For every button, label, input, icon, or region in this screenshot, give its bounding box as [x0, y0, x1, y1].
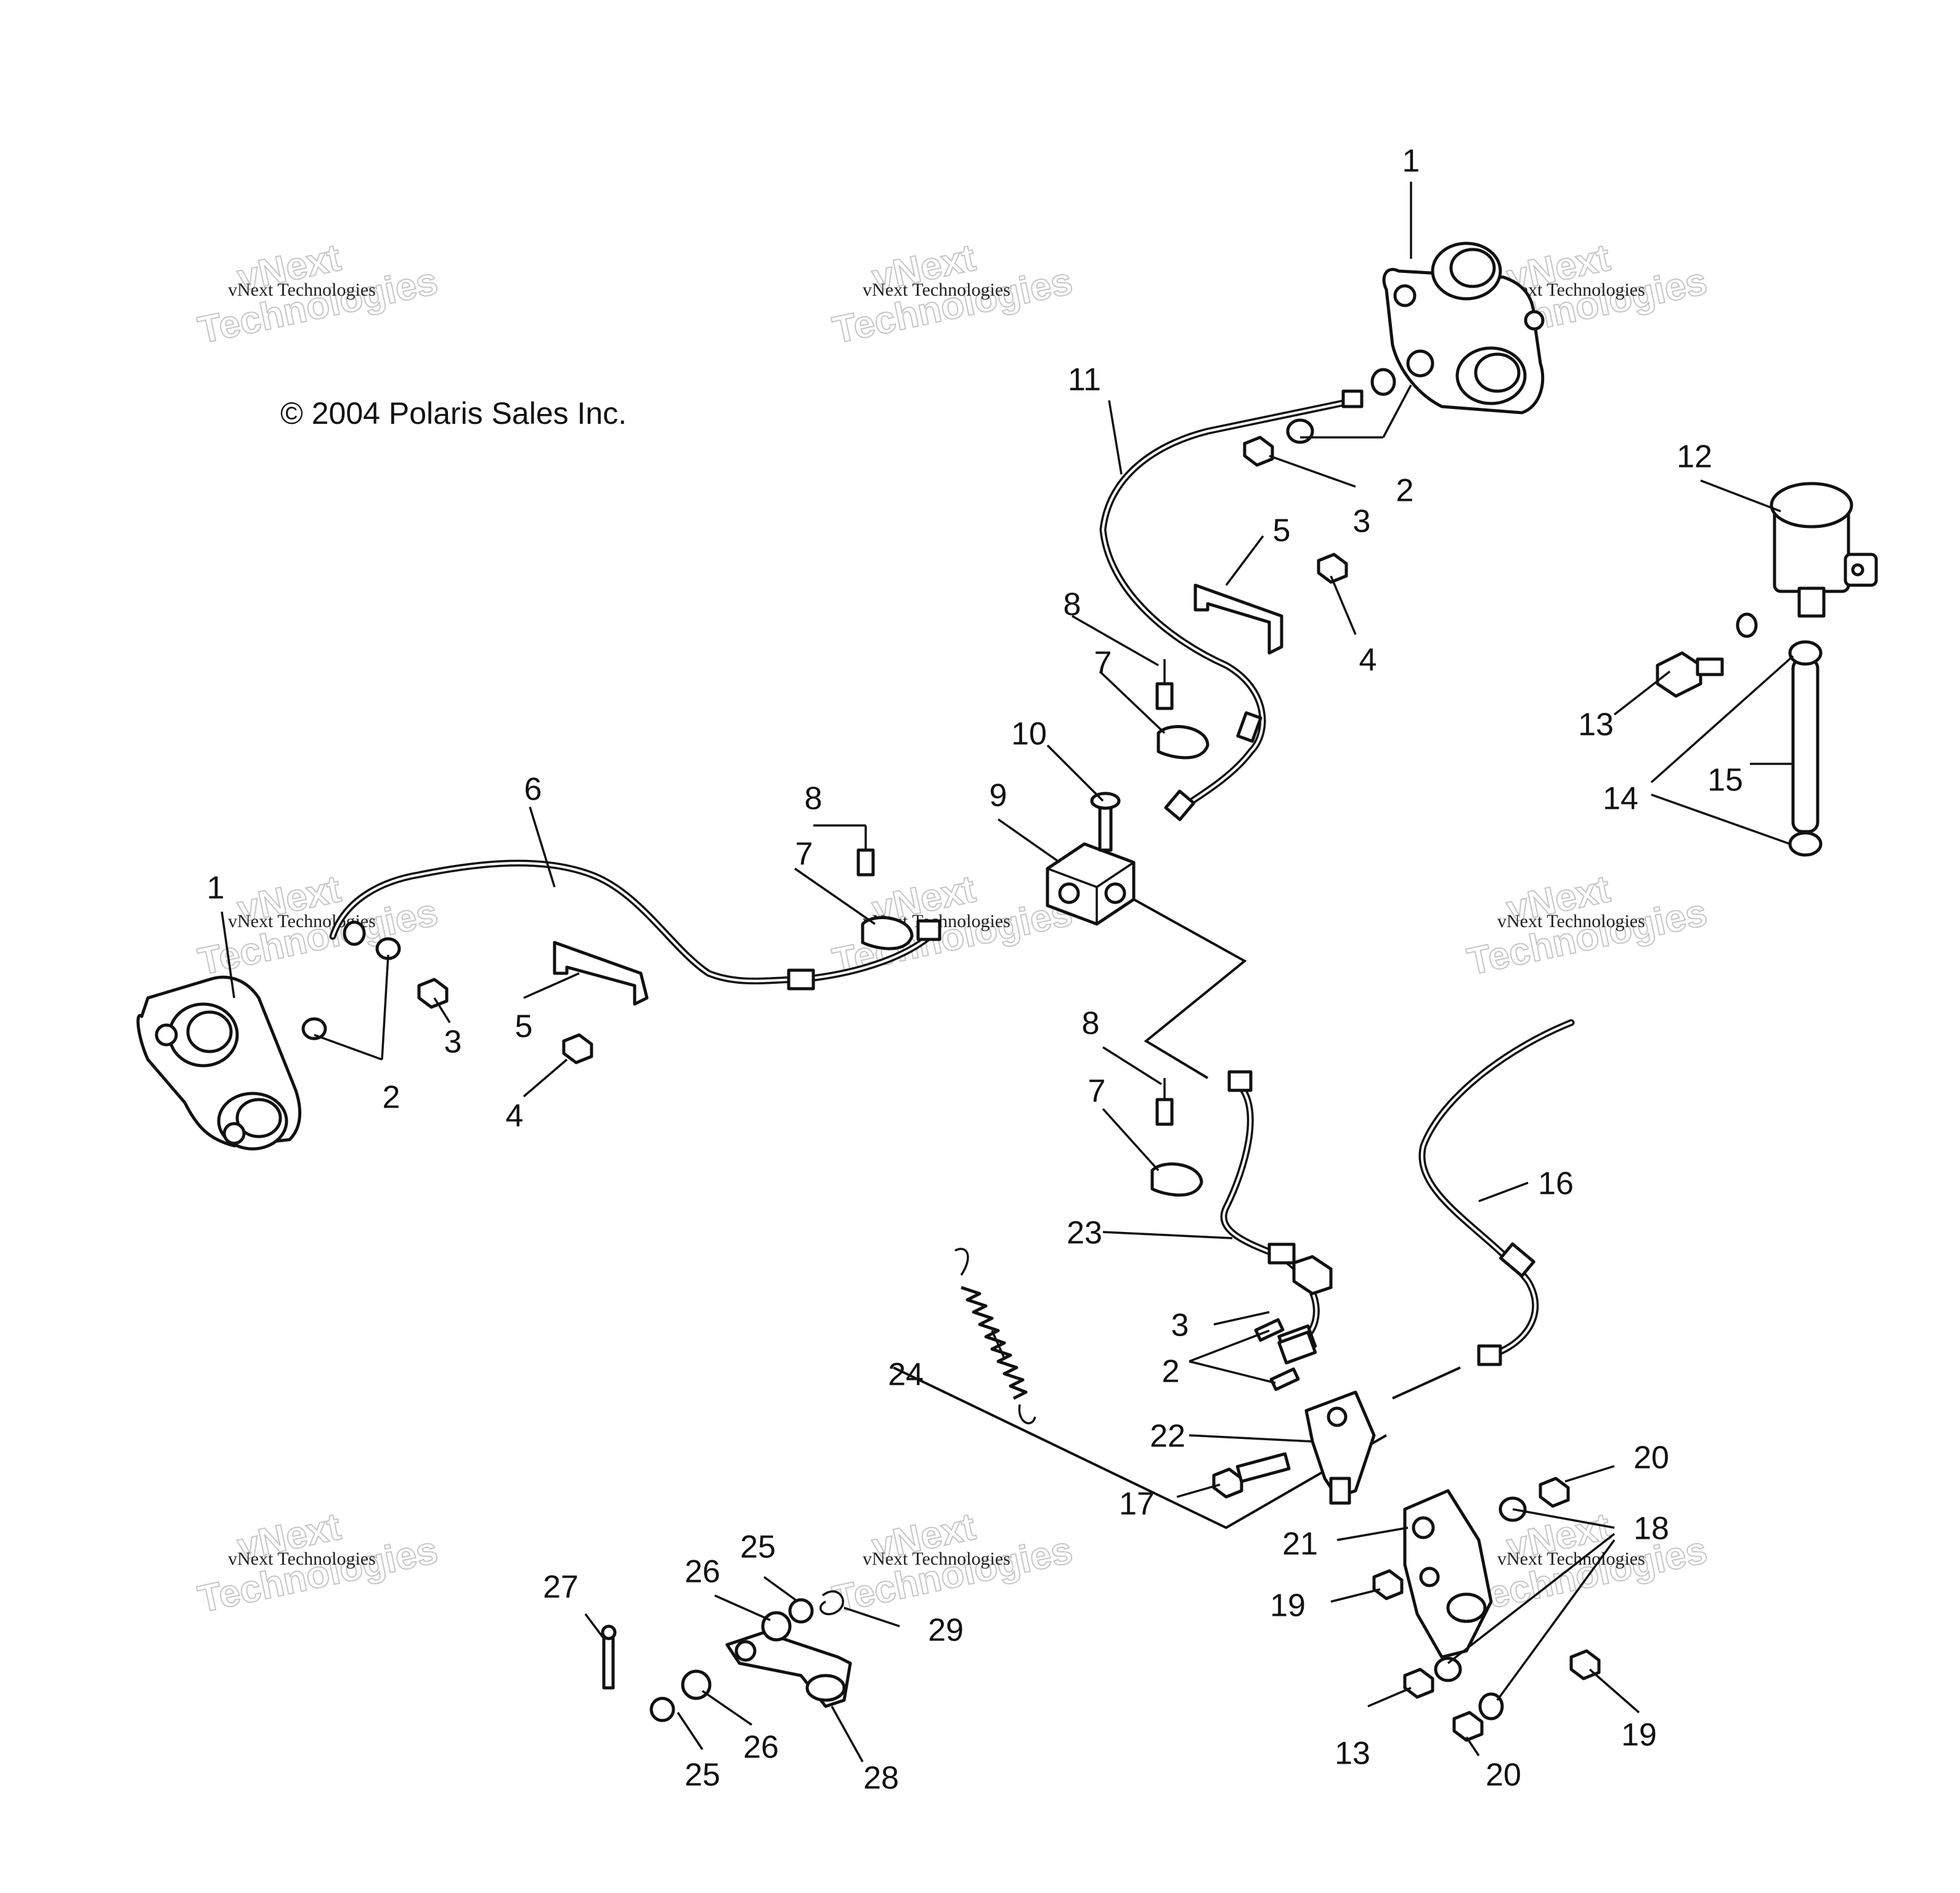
watermark-label: vNext Technologies: [1497, 911, 1645, 931]
callout-27: 27: [543, 1570, 579, 1605]
callout-6: 6: [524, 772, 542, 808]
callout-2-top: 2: [1396, 473, 1414, 509]
callout-18: 18: [1633, 1511, 1669, 1547]
junction-block: [1046, 842, 1136, 926]
callout-4-top: 4: [1359, 642, 1377, 678]
callout-1-top: 1: [1402, 144, 1420, 179]
reservoir-hose: [1788, 640, 1823, 857]
callout-19-left: 19: [1270, 1588, 1306, 1624]
callout-8-top: 8: [1063, 587, 1081, 623]
callout-4-left: 4: [506, 1098, 524, 1134]
brake-line-left: [329, 859, 941, 991]
callout-17: 17: [1119, 1486, 1155, 1522]
banjo-bolt-13: [1656, 612, 1758, 698]
callout-20-bottom: 20: [1486, 1757, 1521, 1793]
callout-3-top: 3: [1353, 504, 1371, 540]
callout-26-top: 26: [685, 1554, 720, 1590]
callout-24: 24: [888, 1357, 924, 1393]
callout-2-lower: 2: [1162, 1354, 1180, 1390]
caliper-left: [136, 975, 302, 1151]
callout-9: 9: [990, 778, 1007, 814]
brake-line-center: [1220, 1070, 1320, 1358]
callout-21: 21: [1282, 1526, 1318, 1562]
return-spring: [954, 1247, 1036, 1425]
callout-25-top: 25: [740, 1530, 776, 1565]
caliper-top-right: [1382, 241, 1545, 415]
rivets-and-clips: [856, 659, 1210, 1197]
copyright-notice: © 2004 Polaris Sales Inc.: [280, 396, 627, 431]
routing-line-junction: [1133, 898, 1247, 1079]
callout-23: 23: [1067, 1215, 1102, 1251]
watermark-label: vNext Technologies: [1497, 1549, 1645, 1569]
callout-22: 22: [1150, 1419, 1185, 1454]
callout-10: 10: [1011, 716, 1047, 752]
callout-11: 11: [1068, 362, 1101, 398]
callout-2-left: 2: [383, 1080, 401, 1116]
brake-line-top: [1099, 389, 1364, 821]
callout-8-lower: 8: [1082, 1006, 1100, 1042]
callout-labels: 1 2 3 4 5 11 8 7 10 9 12 13 14 15 1 6 8 …: [207, 144, 1743, 1796]
callout-13-bottom: 13: [1335, 1736, 1370, 1772]
callout-7-mid: 7: [795, 837, 813, 872]
brake-hose-right: [1418, 1019, 1575, 1366]
bolt-10: [1090, 792, 1121, 852]
callout-15: 15: [1707, 763, 1743, 798]
callout-1-left: 1: [207, 870, 225, 906]
callout-12: 12: [1677, 439, 1712, 475]
mount-bracket-top: [1193, 583, 1283, 655]
callout-7-lower: 7: [1088, 1074, 1106, 1109]
callout-25-bottom: 25: [685, 1757, 720, 1793]
fasteners-top: [1243, 368, 1396, 584]
callout-5-left: 5: [515, 1009, 533, 1045]
routing-line-mastercyl: [1392, 1366, 1461, 1400]
callout-7-top: 7: [1094, 646, 1112, 681]
callout-20-top: 20: [1633, 1440, 1669, 1476]
mount-bracket-left: [553, 941, 649, 1006]
callout-5-top: 5: [1273, 513, 1291, 549]
master-cylinder: [1254, 1255, 1376, 1505]
pedal-mount-bracket: [1403, 1489, 1493, 1659]
fasteners-bottom-right: [1372, 1477, 1601, 1742]
callout-14: 14: [1603, 781, 1638, 817]
fluid-reservoir: [1770, 482, 1878, 618]
watermark-label: vNext Technologies: [863, 280, 1010, 300]
watermark-label: vNext Technologies: [863, 1549, 1010, 1569]
pedal-linkage: [601, 1590, 852, 1722]
callout-16: 16: [1538, 1166, 1574, 1202]
watermark-label: vNext Technologies: [228, 1549, 376, 1569]
callout-3-lower: 3: [1171, 1308, 1189, 1344]
watermark-label: vNext Technologies: [228, 280, 376, 300]
pivot-bolt-17: [1212, 1452, 1291, 1499]
leader-lines: [221, 182, 1794, 1762]
callout-13-top: 13: [1578, 707, 1614, 743]
callout-29: 29: [928, 1613, 964, 1648]
callout-8-mid: 8: [805, 781, 823, 817]
callout-3-left: 3: [444, 1024, 462, 1060]
callout-19-right: 19: [1621, 1717, 1657, 1753]
callout-28: 28: [863, 1761, 899, 1796]
callout-26-bottom: 26: [743, 1730, 779, 1765]
